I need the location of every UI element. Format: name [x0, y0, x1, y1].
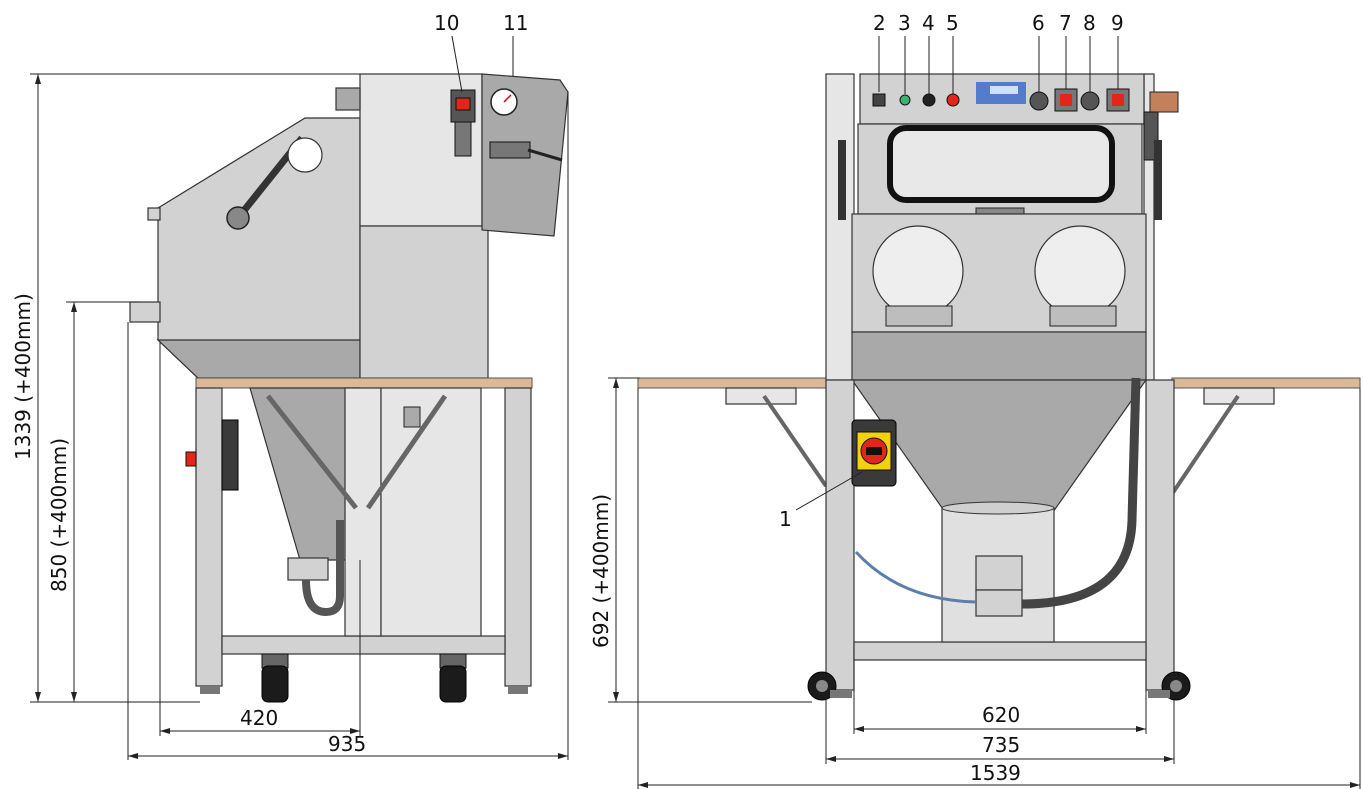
- front-glove-port-left: [872, 225, 964, 317]
- side-leg-rear: [504, 387, 532, 687]
- front-leg-left: [825, 379, 855, 691]
- side-lid-latch: [147, 207, 161, 221]
- front-window: [887, 125, 1115, 203]
- front-shelf-right-brace: [1170, 394, 1240, 496]
- front-air-hose: [854, 550, 977, 604]
- front-frame-width-label: 735: [982, 733, 1020, 757]
- side-bracket: [403, 406, 421, 428]
- side-dimension-lines: [30, 73, 569, 760]
- side-rear-panel: [380, 387, 482, 637]
- side-foot-front: [200, 686, 220, 694]
- front-indicator-3: [899, 94, 911, 106]
- front-handle-left: [838, 140, 846, 220]
- side-exhaust-stub: [335, 87, 361, 111]
- side-switch-knob: [185, 451, 197, 467]
- front-inner-width-label: 620: [982, 703, 1020, 727]
- side-control-lever: [527, 148, 563, 162]
- front-logo-plate-inner: [990, 86, 1018, 94]
- front-window-handle: [975, 207, 1025, 215]
- front-blast-hose: [1021, 377, 1141, 609]
- side-table-top: [195, 377, 533, 389]
- side-strut-pivot: [226, 206, 250, 230]
- front-table-height-label: 692 (+400mm): [589, 494, 613, 648]
- callout-10: 10: [434, 11, 459, 35]
- callout-9: 9: [1111, 11, 1124, 35]
- front-dimension-lines: [608, 377, 1361, 789]
- side-porthole: [287, 137, 323, 173]
- front-knob-6: [1029, 91, 1049, 111]
- front-shelf-left: [637, 377, 829, 389]
- side-caster-front: [261, 653, 289, 703]
- front-foot-right: [1148, 690, 1170, 698]
- side-leg-front: [195, 387, 223, 687]
- front-leg-right: [1145, 379, 1175, 691]
- callout-6: 6: [1032, 11, 1045, 35]
- callout-5: 5: [946, 11, 959, 35]
- front-filter-regulator: [1149, 91, 1179, 113]
- side-cabinet-lower-panel: [156, 339, 361, 379]
- side-brace-right: [365, 394, 448, 510]
- side-view: 1339 (+400mm) 850 (+400mm) 420 935 10 11: [11, 11, 569, 760]
- side-electrical-box: [221, 419, 239, 491]
- front-caster-right-hub: [1170, 680, 1182, 692]
- callout-1: 1: [779, 507, 792, 531]
- front-view: 692 (+400mm) 620 735 1539 1 2 3 4 5 6 7 …: [589, 11, 1361, 789]
- side-regulator-knob: [455, 97, 471, 111]
- side-regulator-bowl: [454, 121, 472, 157]
- front-glove-shelf-left: [885, 305, 953, 327]
- front-glove-port-right: [1034, 225, 1126, 317]
- callout-2: 2: [873, 11, 886, 35]
- side-caster-rear: [439, 653, 467, 703]
- front-blast-pot-rim: [941, 501, 1055, 515]
- side-brace-left: [266, 394, 358, 510]
- side-control-bracket: [489, 141, 531, 159]
- side-total-height-label: 1339 (+400mm): [11, 293, 35, 460]
- front-dimension-arrows: [613, 378, 1360, 788]
- front-switch-7-face: [1060, 94, 1072, 106]
- callout-8: 8: [1083, 11, 1096, 35]
- front-foot-left: [830, 690, 852, 698]
- callout-1-leader: [795, 471, 863, 511]
- front-glove-shelf-right: [1049, 305, 1117, 327]
- callout-4: 4: [922, 11, 935, 35]
- front-valve-body: [975, 555, 1023, 591]
- callout-10-leader: [451, 35, 463, 93]
- front-hopper-top: [851, 331, 1147, 381]
- side-front-handle: [129, 301, 161, 323]
- front-knob-5: [946, 93, 960, 107]
- side-frame-crossbar: [221, 635, 506, 655]
- front-switch-2: [872, 93, 886, 107]
- callout-7: 7: [1059, 11, 1072, 35]
- front-bottom-crossbar: [853, 641, 1147, 661]
- side-hopper-valve: [287, 557, 329, 581]
- front-switch-9-face: [1112, 94, 1124, 106]
- front-shelf-left-bracket: [725, 387, 797, 405]
- side-foot-rear: [508, 686, 528, 694]
- side-depth-total-label: 935: [328, 732, 366, 756]
- callout-3: 3: [898, 11, 911, 35]
- side-dimension-arrows: [35, 74, 568, 759]
- side-cabinet-body: [157, 117, 361, 379]
- front-shelf-right: [1171, 377, 1361, 389]
- side-hose-elbow: [302, 520, 344, 617]
- front-total-width-label: 1539: [970, 761, 1021, 785]
- front-side-panel-left: [825, 73, 855, 381]
- front-knob-4: [922, 93, 936, 107]
- front-main-switch-handle: [866, 447, 882, 455]
- front-knob-8: [1080, 91, 1100, 111]
- side-table-height-label: 850 (+400mm): [47, 438, 71, 592]
- front-handle-right: [1154, 140, 1162, 220]
- side-gauge-needle: [503, 94, 512, 103]
- side-center-post: [344, 387, 382, 637]
- side-depth-inner-label: 420: [240, 706, 278, 730]
- front-shelf-right-bracket: [1203, 387, 1275, 405]
- front-shelf-left-brace: [762, 394, 828, 488]
- front-valve-outlet: [975, 589, 1023, 617]
- front-caster-left-hub: [816, 680, 828, 692]
- callout-11: 11: [503, 11, 528, 35]
- side-column-lower: [359, 225, 489, 379]
